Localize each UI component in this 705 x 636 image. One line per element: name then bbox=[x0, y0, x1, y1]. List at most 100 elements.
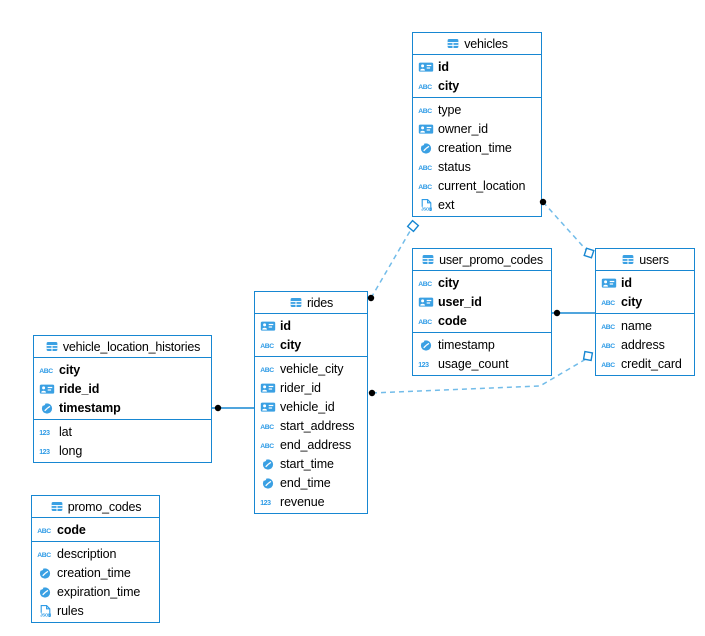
dot-marker bbox=[367, 294, 375, 302]
text-type-icon bbox=[39, 363, 55, 377]
timestamp-icon bbox=[418, 338, 434, 352]
field-label: rider_id bbox=[280, 380, 321, 395]
dot-marker bbox=[368, 389, 376, 397]
open-diamond-marker bbox=[406, 219, 420, 233]
field-rules: rules bbox=[32, 601, 159, 620]
field-city: city bbox=[34, 360, 211, 379]
open-square-marker bbox=[582, 350, 594, 362]
table-header[interactable]: vehicle_location_histories bbox=[34, 336, 211, 358]
id-card-icon bbox=[260, 381, 276, 395]
field-ride_id: ride_id bbox=[34, 379, 211, 398]
timestamp-icon bbox=[260, 457, 276, 471]
field-city: city bbox=[413, 273, 551, 292]
text-type-icon bbox=[601, 357, 617, 371]
fields-section: name address credit_card bbox=[596, 314, 694, 375]
table-icon bbox=[50, 500, 64, 513]
id-card-icon bbox=[418, 60, 434, 74]
field-timestamp: timestamp bbox=[34, 398, 211, 417]
key-fields-section: city ride_id timestamp bbox=[34, 358, 211, 420]
timestamp-icon bbox=[418, 141, 434, 155]
id-card-icon bbox=[260, 400, 276, 414]
field-label: rules bbox=[57, 603, 84, 618]
field-label: description bbox=[57, 546, 117, 561]
table-header[interactable]: users bbox=[596, 249, 694, 271]
field-user_id: user_id bbox=[413, 292, 551, 311]
number-type-icon bbox=[418, 357, 434, 371]
field-label: timestamp bbox=[59, 400, 121, 415]
field-start_address: start_address bbox=[255, 416, 367, 435]
field-id: id bbox=[596, 273, 694, 292]
text-type-icon bbox=[418, 276, 434, 290]
field-label: end_time bbox=[280, 475, 331, 490]
field-rider_id: rider_id bbox=[255, 378, 367, 397]
table-header[interactable]: promo_codes bbox=[32, 496, 159, 518]
text-type-icon bbox=[37, 547, 53, 561]
field-status: status bbox=[413, 157, 541, 176]
key-fields-section: id city bbox=[255, 314, 367, 357]
table-rides[interactable]: rides id city vehicle_city rider_id bbox=[254, 291, 368, 514]
field-city: city bbox=[413, 76, 541, 95]
field-label: current_location bbox=[438, 178, 526, 193]
field-timestamp: timestamp bbox=[413, 335, 551, 354]
table-header[interactable]: rides bbox=[255, 292, 367, 314]
text-type-icon bbox=[601, 295, 617, 309]
field-ext: ext bbox=[413, 195, 541, 214]
field-code: code bbox=[413, 311, 551, 330]
field-label: creation_time bbox=[57, 565, 131, 580]
timestamp-icon bbox=[260, 476, 276, 490]
field-type: type bbox=[413, 100, 541, 119]
timestamp-icon bbox=[39, 401, 55, 415]
field-address: address bbox=[596, 335, 694, 354]
field-long: long bbox=[34, 441, 211, 460]
field-city: city bbox=[596, 292, 694, 311]
relation-vehicle_location_histories-rides[interactable] bbox=[212, 404, 254, 412]
field-label: city bbox=[59, 362, 81, 377]
text-type-icon bbox=[260, 419, 276, 433]
text-type-icon bbox=[260, 438, 276, 452]
table-promo_codes[interactable]: promo_codes code description creation_ti… bbox=[31, 495, 160, 623]
field-label: address bbox=[621, 337, 665, 352]
table-header[interactable]: user_promo_codes bbox=[413, 249, 551, 271]
table-vehicle_location_histories[interactable]: vehicle_location_histories city ride_id … bbox=[33, 335, 212, 463]
number-type-icon bbox=[260, 495, 276, 509]
table-header[interactable]: vehicles bbox=[413, 33, 541, 55]
text-type-icon bbox=[601, 338, 617, 352]
id-card-icon bbox=[39, 382, 55, 396]
key-fields-section: code bbox=[32, 518, 159, 542]
field-label: city bbox=[438, 78, 460, 93]
field-label: id bbox=[280, 318, 291, 333]
field-owner_id: owner_id bbox=[413, 119, 541, 138]
field-start_time: start_time bbox=[255, 454, 367, 473]
field-expiration_time: expiration_time bbox=[32, 582, 159, 601]
json-type-icon bbox=[418, 198, 434, 212]
dot-marker bbox=[553, 309, 561, 317]
key-fields-section: id city bbox=[596, 271, 694, 314]
field-creation_time: creation_time bbox=[32, 563, 159, 582]
table-vehicles[interactable]: vehicles id city type owner_id c bbox=[412, 32, 542, 217]
text-type-icon bbox=[260, 338, 276, 352]
field-label: owner_id bbox=[438, 121, 488, 136]
table-title: users bbox=[639, 252, 669, 267]
table-title: rides bbox=[306, 295, 334, 310]
fields-section: description creation_time expiration_tim… bbox=[32, 542, 159, 622]
table-user_promo_codes[interactable]: user_promo_codes city user_id code times… bbox=[412, 248, 552, 376]
fields-section: lat long bbox=[34, 420, 211, 462]
fields-section: vehicle_city rider_id vehicle_id start_a… bbox=[255, 357, 367, 513]
json-type-icon bbox=[37, 604, 53, 618]
field-label: code bbox=[57, 522, 86, 537]
field-label: end_address bbox=[280, 437, 352, 452]
text-type-icon bbox=[418, 179, 434, 193]
field-label: ride_id bbox=[59, 381, 100, 396]
text-type-icon bbox=[601, 319, 617, 333]
relation-user_promo_codes-users[interactable] bbox=[552, 309, 595, 317]
field-usage_count: usage_count bbox=[413, 354, 551, 373]
table-icon bbox=[621, 253, 635, 266]
relation-rides-vehicles[interactable] bbox=[367, 219, 420, 302]
field-label: creation_time bbox=[438, 140, 512, 155]
field-label: expiration_time bbox=[57, 584, 141, 599]
field-creation_time: creation_time bbox=[413, 138, 541, 157]
text-type-icon bbox=[418, 79, 434, 93]
table-users[interactable]: users id city name address credi bbox=[595, 248, 695, 376]
text-type-icon bbox=[37, 523, 53, 537]
